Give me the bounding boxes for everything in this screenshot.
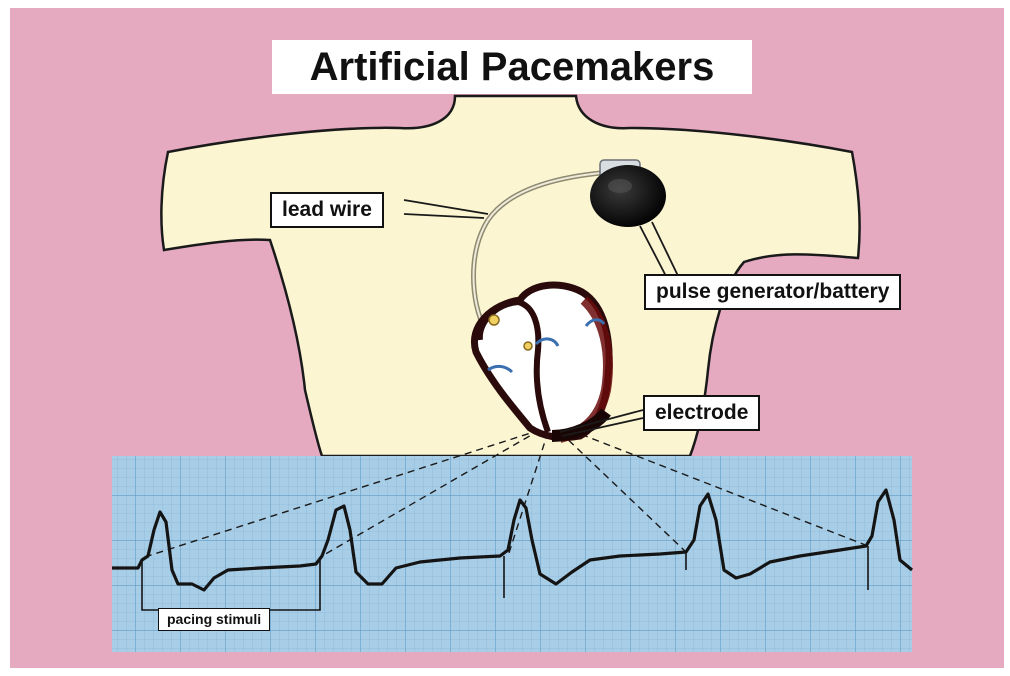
lead-wire-label: lead wire [270, 192, 384, 228]
page-title: Artificial Pacemakers [272, 40, 752, 94]
pacing-stimuli-label: pacing stimuli [158, 608, 270, 631]
pulse-generator-label: pulse generator/battery [644, 274, 901, 310]
electrode-label: electrode [643, 395, 760, 431]
